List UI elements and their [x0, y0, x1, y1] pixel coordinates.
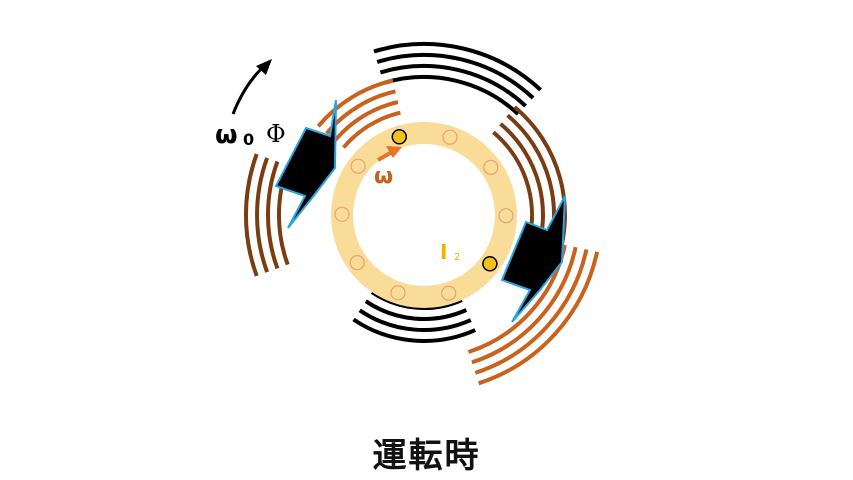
field-arc	[325, 89, 396, 135]
field-arc	[364, 299, 468, 321]
field-arc	[266, 160, 280, 270]
omega-zero-label: ω	[215, 120, 238, 150]
rotor-arrow-head-icon	[386, 146, 402, 158]
field-arc	[383, 75, 520, 116]
field-arc	[478, 251, 600, 386]
conductor-active	[391, 129, 408, 145]
rotor-conductors	[334, 129, 514, 301]
field-arc	[379, 64, 527, 108]
field-arc	[333, 100, 399, 142]
caption-operating: 運転時	[372, 436, 481, 476]
field-arc	[342, 110, 401, 149]
omega-zero-subscript: 0	[243, 130, 254, 149]
field-arc	[474, 249, 589, 375]
rotor-direction-arrow-icon	[377, 150, 393, 162]
conductor	[334, 206, 350, 222]
field-arc	[376, 53, 535, 100]
conductor	[498, 208, 514, 224]
current-i2-subscript: 2	[454, 252, 460, 263]
stator-pole-right-icon	[500, 195, 566, 323]
field-arc	[373, 42, 542, 92]
field-arcs-top-black	[373, 42, 542, 116]
conductor-active	[482, 256, 498, 272]
conductor	[483, 159, 499, 175]
field-arc	[352, 317, 477, 343]
field-arc	[255, 157, 269, 273]
field-arc	[316, 78, 394, 128]
conductor	[441, 285, 457, 301]
rotor-ring	[331, 122, 517, 308]
rotor-omega-label: ω	[374, 164, 393, 189]
conductor	[349, 255, 365, 271]
stator-pole-left-icon	[274, 99, 337, 229]
current-i2-label: I	[440, 240, 447, 264]
arrow-head-icon	[256, 59, 272, 75]
conductor	[390, 285, 406, 301]
field-arc	[243, 153, 259, 277]
curved-arrow-icon	[231, 66, 264, 115]
conductor	[442, 129, 458, 145]
field-arc	[358, 308, 472, 333]
conductor	[350, 158, 366, 174]
field-arc	[471, 246, 578, 365]
flux-phi-label: Φ	[266, 120, 286, 148]
field-arcs-left-brown	[243, 153, 290, 277]
